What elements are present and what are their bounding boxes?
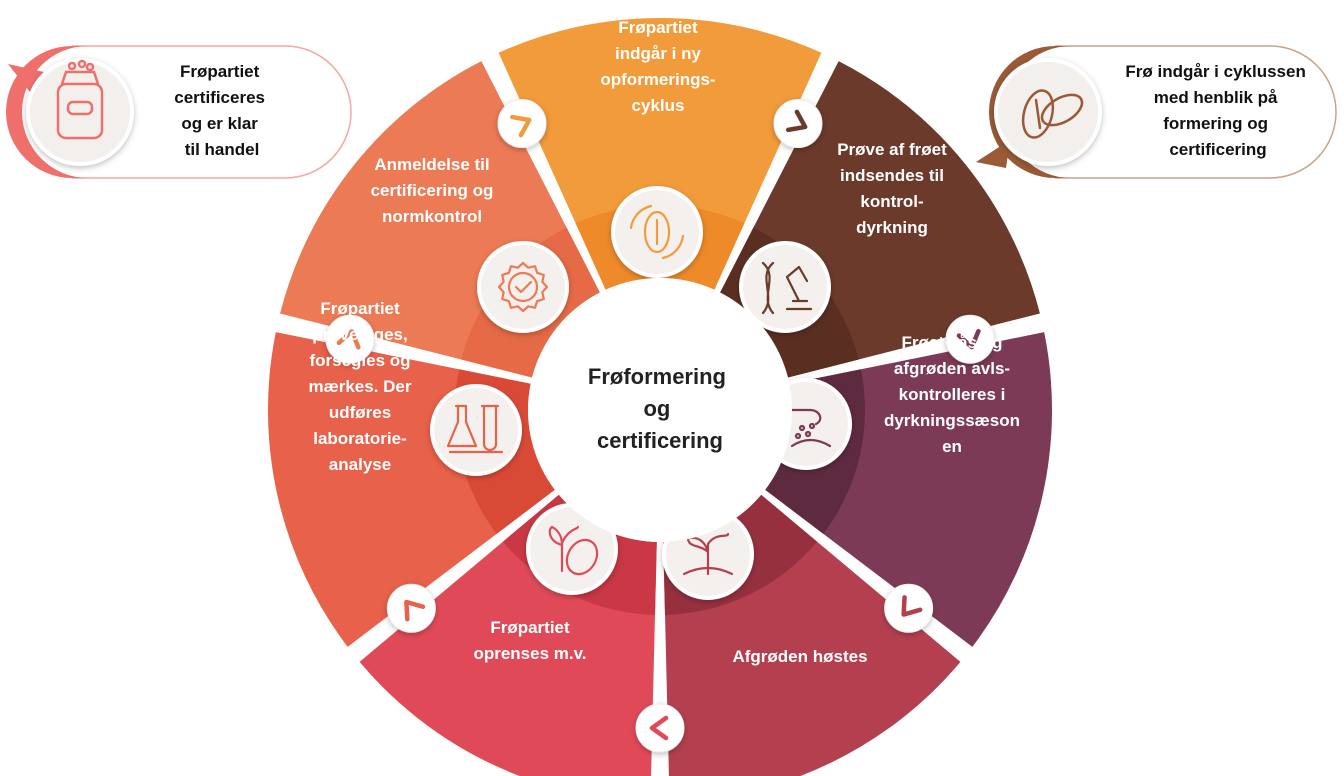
arrow-badge-disc: [386, 583, 436, 633]
seed-sprout-icon: [526, 503, 618, 595]
segment-label-line: forsegles og: [309, 351, 410, 370]
segment-label-line: Frøpartiet: [490, 618, 570, 637]
segment-label-line: afgrøden avls-: [894, 359, 1010, 378]
next-arrow-badge: [945, 314, 995, 364]
seed-cycle-icon: [611, 186, 703, 278]
segment-label-line: Afgrøden høstes: [732, 647, 867, 666]
segment-label-line: en: [942, 437, 962, 456]
center-title-line: og: [643, 396, 670, 421]
segment-label-line: kontrol-: [860, 192, 923, 211]
segment-label-line: mærkes. Der: [308, 377, 411, 396]
center-hub: Frøformering og certificering: [528, 278, 792, 542]
arrow-badge-disc: [773, 98, 823, 148]
chevron-icon: [404, 599, 426, 622]
callout-right-icon-disc: [994, 58, 1102, 166]
next-arrow-badge: [325, 314, 375, 364]
segment-label: Frøpartiet indgår i ny opformerings-cyklus: [600, 18, 715, 115]
segment-label-line: certificering og: [371, 181, 494, 200]
segment-label: Prøve af frøet indsendes til kontrol-dyrkn…: [837, 140, 947, 237]
lab-flasks-icon: [430, 384, 522, 476]
segment-label-line: cyklus: [632, 96, 685, 115]
callout-right-pointer: [976, 140, 1010, 168]
segment-label: Frøpartiet prøvetages, forsegles og mærkes.…: [308, 299, 411, 474]
callout-right-bubble: [1055, 45, 1337, 179]
segment-label-line: kontrolleres i: [899, 385, 1006, 404]
callout-left-line: Frøpartiet: [180, 62, 260, 81]
next-arrow-badge: [497, 98, 547, 148]
segment-label-line: dyrkning: [856, 218, 928, 237]
segment-label-line: normkontrol: [382, 207, 482, 226]
dna-microscope-icon: [739, 241, 831, 333]
segment-label-line: Frøpartiet: [618, 18, 698, 37]
next-arrow-badge: [635, 703, 685, 753]
chevron-icon: [901, 595, 923, 617]
segment-label-line: oprenses m.v.: [473, 644, 586, 663]
segment-label-line: Anmeldelse til: [374, 155, 489, 174]
segment-label-line: indsendes til: [840, 166, 944, 185]
callout-left-icon-disc: [26, 58, 134, 166]
segment-label-line: Frøet sås og: [901, 333, 1002, 352]
segment-label: Frøpartiet oprenses m.v.: [473, 618, 586, 663]
callout-seed-enters-cycle: Frø indgår i cyklussen med henblik på fo…: [976, 45, 1337, 179]
callout-left-line: til handel: [185, 140, 260, 159]
next-arrow-badge: [386, 583, 436, 633]
next-arrow-badge: [773, 98, 823, 148]
cycle-labels: Frøpartiet indgår i ny opformerings-cyklus…: [308, 18, 1020, 666]
callout-right-line: formering og: [1163, 114, 1268, 133]
certified-badge-icon: [477, 241, 569, 333]
chevron-icon: [649, 715, 669, 741]
segment-label-line: prøvetages,: [312, 325, 407, 344]
segment-label-line: Prøve af frøet: [837, 140, 947, 159]
icon-disc: [430, 384, 522, 476]
chevron-icon: [510, 114, 532, 138]
seed-bag-icon: [56, 59, 104, 140]
segment-label-line: dyrkningssæson: [884, 411, 1020, 430]
segment-label: Frøet sås og afgrøden avls-kontrolleres i…: [884, 333, 1020, 456]
segment-label: Anmeldelse til certificering og normkontro…: [371, 155, 494, 226]
callout-left-pointer: [8, 64, 44, 92]
segment-label-line: indgår i ny: [615, 44, 702, 63]
callout-left-line: certificeres: [174, 88, 265, 107]
chevron-icon: [956, 328, 981, 350]
center-title-line: Frøformering: [588, 364, 726, 389]
callout-certified-ready: Frøpartiet certificeres og er klar til h…: [6, 45, 352, 179]
cycle-arrows: [325, 98, 995, 753]
arrow-badge-disc: [884, 583, 934, 633]
center-title: Frøformering og certificering: [588, 364, 732, 453]
callout-left-text: Frøpartiet certificeres og er klar til h…: [174, 62, 269, 159]
segment-label-line: analyse: [329, 455, 391, 474]
callout-right-text: Frø indgår i cyklussen med henblik på fo…: [1125, 62, 1310, 159]
segment-label-line: laboratorie-: [313, 429, 407, 448]
arrow-badge-disc: [635, 703, 685, 753]
callout-right-line: Frø indgår i cyklussen: [1125, 62, 1305, 81]
center-disc: [528, 278, 792, 542]
arrow-badge-disc: [497, 98, 547, 148]
segment-label-line: opformerings-: [600, 70, 715, 89]
segment-label-line: Frøpartiet: [320, 299, 400, 318]
segment-label: Afgrøden høstes: [732, 647, 867, 666]
center-title-line: certificering: [597, 428, 723, 453]
next-arrow-badge: [884, 583, 934, 633]
arrow-badge-disc: [945, 314, 995, 364]
segment-label-line: udføres: [329, 403, 391, 422]
chevron-icon: [785, 109, 808, 133]
callout-left-line: og er klar: [181, 114, 258, 133]
callout-right-line: certificering: [1169, 140, 1266, 159]
arrow-badge-disc: [325, 314, 375, 364]
callout-right-line: med henblik på: [1154, 88, 1278, 107]
icon-disc: [477, 241, 569, 333]
chevron-icon: [336, 329, 361, 350]
almond-seed-icon: [1021, 89, 1084, 139]
callout-left-bubble: [72, 45, 352, 179]
